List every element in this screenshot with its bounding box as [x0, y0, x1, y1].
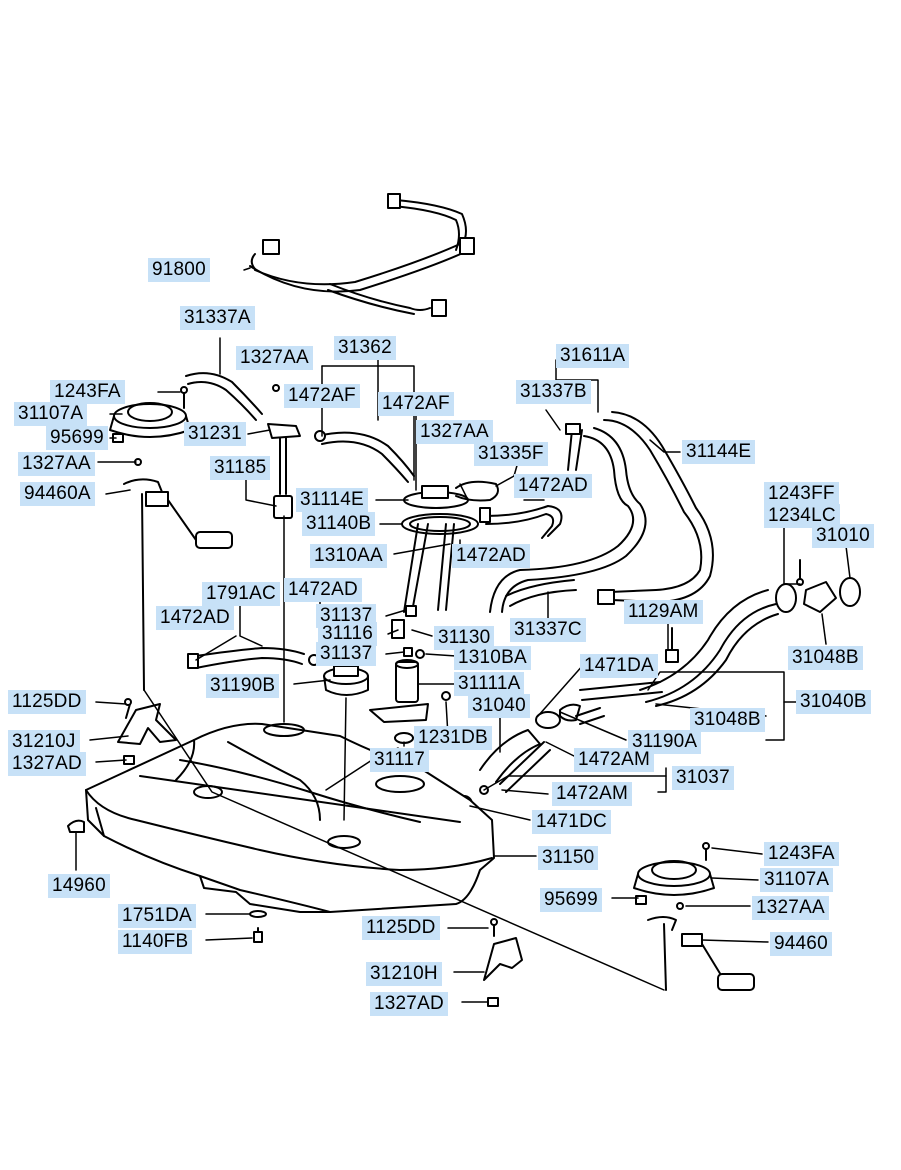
part-label-1471DC: 1471DC [532, 810, 611, 834]
part-label-31210J: 31210J [8, 730, 80, 754]
part-label-94460A: 94460A [20, 482, 95, 506]
vent-hoses-drawing [489, 411, 714, 613]
part-label-91800: 91800 [148, 258, 210, 282]
part-label-31048B-mid: 31048B [690, 708, 765, 732]
part-label-31117: 31117 [370, 748, 430, 772]
straps-and-fasteners [67, 698, 755, 1007]
part-label-95699-bot: 95699 [540, 888, 602, 912]
part-label-1472AD-c: 1472AD [284, 578, 362, 602]
part-label-31114E: 31114E [296, 488, 368, 512]
part-label-31144E: 31144E [682, 440, 756, 464]
part-label-1129AM: 1129AM [624, 600, 703, 624]
part-label-31335F: 31335F [474, 442, 548, 466]
fuel-tank-drawing [85, 722, 495, 913]
part-label-31107A-top: 31107A [14, 402, 88, 426]
part-label-31140B: 31140B [302, 512, 376, 536]
part-label-31130: 31130 [434, 626, 495, 650]
part-label-14960: 14960 [48, 874, 110, 898]
part-label-1140FB: 1140FB [118, 930, 193, 954]
part-label-31010: 31010 [812, 524, 874, 548]
part-label-1327AA-left: 1327AA [18, 452, 95, 476]
part-label-31037: 31037 [672, 766, 734, 790]
part-label-1472AM-b: 1472AM [552, 782, 632, 806]
part-label-31040: 31040 [468, 694, 530, 718]
part-label-1751DA: 1751DA [118, 904, 196, 928]
part-label-1791AC: 1791AC [202, 582, 280, 606]
part-label-1243FF: 1243FF [764, 482, 839, 506]
part-label-31111A: 31111A [454, 672, 525, 696]
part-label-1125DD-left: 1125DD [8, 690, 86, 714]
part-label-95699-top: 95699 [46, 426, 108, 450]
part-label-31337B: 31337B [516, 380, 591, 404]
part-label-31185: 31185 [210, 456, 271, 480]
part-label-31210H: 31210H [366, 962, 442, 986]
part-label-31137-b: 31137 [316, 642, 377, 666]
part-label-1472AF-1: 1472AF [284, 384, 360, 408]
wiring-harness-drawing [249, 193, 475, 317]
part-label-31048B-top: 31048B [788, 646, 863, 670]
pump-module-drawing [314, 430, 563, 744]
part-label-1472AD-d: 1472AD [156, 606, 234, 630]
filler-neck-drawing [455, 559, 861, 813]
part-label-31611A: 31611A [556, 344, 630, 368]
part-label-31362: 31362 [334, 336, 396, 360]
part-label-1327AA-top: 1327AA [236, 346, 313, 370]
part-label-1327AD-bot: 1327AD [370, 992, 448, 1016]
part-label-1327AA-mid: 1327AA [416, 420, 493, 444]
part-label-31231: 31231 [184, 422, 246, 446]
part-label-1231DB: 1231DB [414, 726, 492, 750]
part-label-31337A: 31337A [180, 306, 255, 330]
part-label-94460: 94460 [770, 932, 832, 956]
part-label-1243FA-bot: 1243FA [764, 842, 839, 866]
part-label-1472AD-b: 1472AD [452, 544, 530, 568]
part-label-1472AF-2: 1472AF [378, 392, 454, 416]
part-label-1327AD-left: 1327AD [8, 752, 86, 776]
part-label-1243FA-top: 1243FA [50, 380, 125, 404]
part-label-1327AA-bot: 1327AA [752, 896, 829, 920]
part-label-31190B: 31190B [206, 674, 280, 698]
leader-lines [75, 267, 851, 1003]
upper-left-components [109, 372, 320, 691]
part-label-31150: 31150 [538, 846, 599, 870]
part-label-31107A-bot: 31107A [760, 868, 834, 892]
part-label-31040B: 31040B [796, 690, 871, 714]
part-label-1125DD-bot: 1125DD [362, 916, 440, 940]
part-label-31337C: 31337C [510, 618, 586, 642]
part-label-1471DA: 1471DA [580, 654, 658, 678]
part-label-1472AM-a: 1472AM [574, 748, 654, 772]
part-label-1472AD-a: 1472AD [514, 474, 592, 498]
part-label-1310BA: 1310BA [454, 646, 531, 670]
part-label-1310AA: 1310AA [310, 544, 387, 568]
